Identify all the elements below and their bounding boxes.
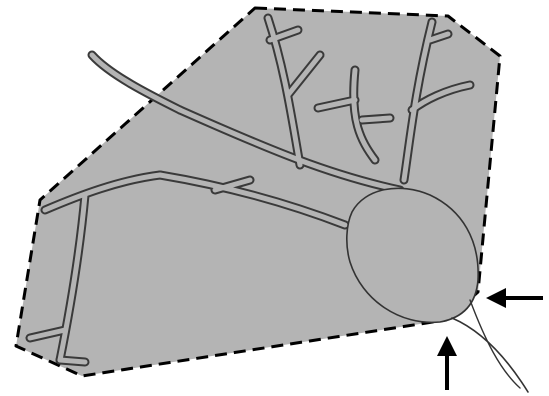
axon-second-edge xyxy=(470,300,520,388)
right-pointing-arrow-icon xyxy=(486,288,543,308)
up-pointing-arrow-icon xyxy=(437,336,457,390)
axon xyxy=(452,318,528,392)
